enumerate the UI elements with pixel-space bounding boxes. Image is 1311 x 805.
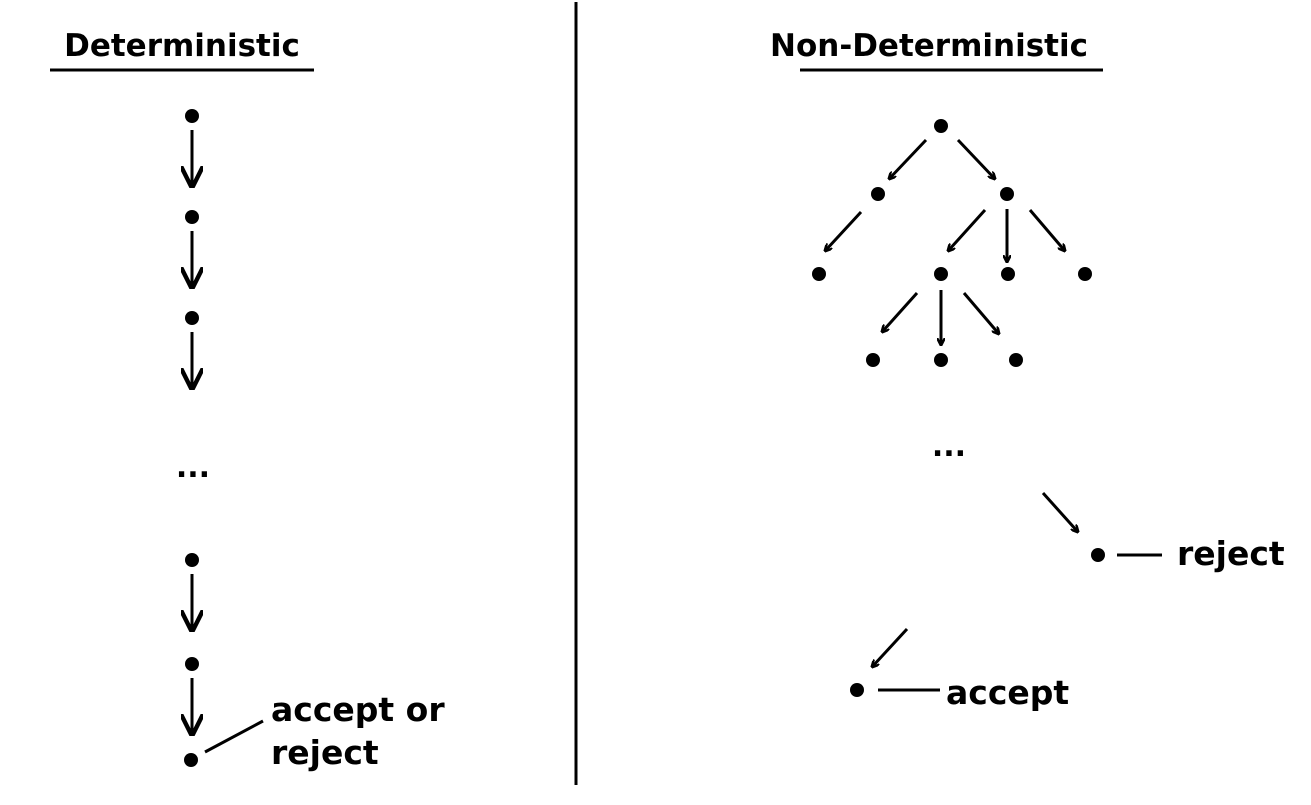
det-final-connector <box>204 719 264 754</box>
nd-arrow-l2-left-down <box>825 210 863 251</box>
det-final-state <box>184 753 198 767</box>
det-state-4 <box>185 553 199 567</box>
nd-state-l4-3 <box>1009 353 1023 367</box>
det-state-5 <box>185 657 199 671</box>
nd-arrow-l3-right <box>962 292 999 334</box>
det-ellipsis: ... <box>176 450 210 485</box>
nd-arrow-l2-right-right <box>1028 209 1065 251</box>
nd-arrow-root-left <box>889 138 928 179</box>
nd-state-l2-right <box>1000 187 1014 201</box>
nd-arrow-l3-left <box>882 291 919 332</box>
nd-state-l3-1 <box>812 267 826 281</box>
det-final-label-line2: reject <box>271 733 379 772</box>
nd-root-state <box>934 119 948 133</box>
nd-state-l3-3 <box>1001 267 1015 281</box>
nd-arrow-to-accept <box>872 627 909 667</box>
deterministic-panel: Deterministic ... accept or reject <box>50 28 445 772</box>
deterministic-heading: Deterministic <box>64 28 300 64</box>
nd-arrow-root-right <box>956 138 995 179</box>
nd-arrow-l2-right-left <box>948 208 987 251</box>
nd-ellipsis: ... <box>932 429 966 464</box>
det-state-2 <box>185 210 199 224</box>
nd-state-l3-4 <box>1078 267 1092 281</box>
non-deterministic-panel: Non-Deterministic ... reject <box>770 28 1285 712</box>
det-state-1 <box>185 109 199 123</box>
non-deterministic-heading: Non-Deterministic <box>770 28 1088 64</box>
nd-state-l3-2 <box>934 267 948 281</box>
nd-state-l4-1 <box>866 353 880 367</box>
nd-accept-state <box>850 683 864 697</box>
det-final-label-line1: accept or <box>271 690 445 729</box>
nd-reject-label: reject <box>1177 534 1285 573</box>
nd-reject-state <box>1091 548 1105 562</box>
nd-state-l4-2 <box>934 353 948 367</box>
nd-state-l2-left <box>871 187 885 201</box>
nd-accept-label: accept <box>946 673 1069 712</box>
nd-arrow-to-reject <box>1041 491 1078 532</box>
det-state-3 <box>185 311 199 325</box>
